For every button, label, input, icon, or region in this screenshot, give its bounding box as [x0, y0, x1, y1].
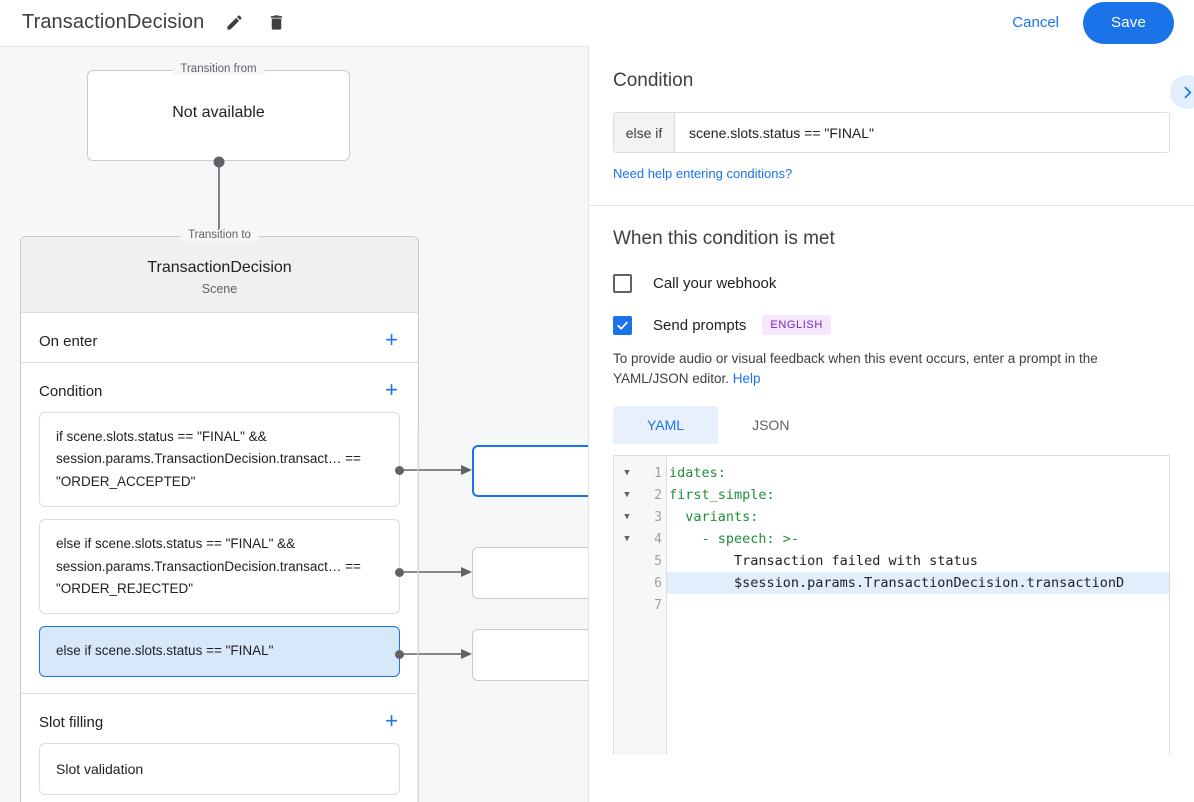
chevron-right-icon[interactable]	[1170, 75, 1194, 109]
condition-editor-section: Condition else if Need help entering con…	[589, 46, 1194, 206]
webhook-row[interactable]: Call your webhook	[613, 274, 1170, 293]
page-title: TransactionDecision	[22, 11, 205, 33]
target-node-2[interactable]	[472, 547, 588, 599]
fold-arrow-icon[interactable]: ▼	[624, 490, 630, 501]
section-on-enter: On enter +	[21, 312, 418, 362]
line-number: 6	[654, 575, 662, 591]
condition-item-1[interactable]: if scene.slots.status == "FINAL" && sess…	[39, 412, 400, 508]
scene-name: TransactionDecision	[147, 259, 292, 276]
line-number: 3	[654, 509, 662, 525]
line-number: 1	[654, 465, 662, 481]
canvas-inner: Transition from Not available Transition…	[0, 47, 588, 802]
scene-type: Scene	[201, 282, 238, 296]
fold-arrow-icon[interactable]: ▼	[624, 512, 630, 523]
condition-handle-3[interactable]	[395, 650, 404, 659]
detail-panel: Condition else if Need help entering con…	[588, 46, 1194, 802]
section-condition-head: Condition +	[21, 363, 418, 412]
prompts-help-text-body: To provide audio or visual feedback when…	[613, 351, 1098, 386]
section-slot-filling: Slot filling + Slot validation	[21, 692, 418, 802]
tab-yaml[interactable]: YAML	[613, 406, 719, 445]
call-webhook-checkbox[interactable]	[613, 274, 632, 293]
send-prompts-label: Send prompts	[653, 316, 747, 334]
transition-from-value: Not available	[172, 103, 265, 121]
language-badge: ENGLISH	[762, 315, 831, 335]
slot-validation-item[interactable]: Slot validation	[39, 742, 400, 795]
gutter-line[interactable]: 6	[614, 572, 666, 594]
code-line[interactable]	[667, 594, 1170, 616]
scene-graph-canvas[interactable]: Transition from Not available Transition…	[0, 46, 588, 802]
scene-header: TransactionDecision Scene	[21, 237, 418, 312]
editor-format-tabs: YAML JSON	[613, 406, 1170, 445]
condition-met-section: When this condition is met Call your web…	[589, 206, 1194, 756]
line-number: 7	[654, 597, 662, 613]
transition-from-legend: Transition from	[172, 63, 265, 75]
section-slot-filling-head: Slot filling +	[21, 694, 418, 743]
code-line[interactable]: idates:	[669, 465, 726, 482]
add-on-enter-button[interactable]: +	[385, 327, 398, 352]
prompts-help-link[interactable]: Help	[732, 370, 761, 386]
section-slot-filling-title: Slot filling	[39, 713, 104, 731]
transition-to-card[interactable]: Transition to TransactionDecision Scene …	[20, 229, 419, 802]
gutter-line[interactable]: ▼4	[614, 528, 666, 550]
slot-filling-list: Slot validation	[21, 742, 418, 802]
target-node-1[interactable]	[472, 445, 588, 497]
top-bar: TransactionDecision Cancel Save	[0, 0, 1194, 46]
pencil-icon[interactable]	[222, 11, 246, 35]
line-number: 4	[654, 531, 662, 547]
section-condition: Condition + if scene.slots.status == "FI…	[21, 362, 418, 693]
add-slot-filling-button[interactable]: +	[385, 707, 398, 733]
gutter-line[interactable]: ▼2	[614, 484, 666, 506]
fold-arrow-icon[interactable]: ▼	[624, 468, 630, 479]
prompts-help-text: To provide audio or visual feedback when…	[613, 349, 1170, 388]
trash-icon[interactable]	[264, 11, 288, 35]
code-line[interactable]: - speech: >-	[669, 531, 800, 548]
section-on-enter-head: On enter +	[21, 313, 418, 362]
section-on-enter-title: On enter	[39, 333, 98, 350]
target-node-3[interactable]	[472, 629, 588, 681]
gutter-line[interactable]: 5	[614, 550, 666, 572]
editor-code-area[interactable]: idates: first_simple: variants: - speech…	[667, 456, 1170, 755]
section-condition-title: Condition	[39, 383, 103, 400]
condition-list: if scene.slots.status == "FINAL" && sess…	[21, 412, 418, 693]
transition-to-legend: Transition to	[180, 229, 259, 241]
gutter-line[interactable]: ▼1	[614, 462, 666, 484]
condition-expression-input[interactable]	[675, 113, 1169, 152]
condition-item-3[interactable]: else if scene.slots.status == "FINAL"	[39, 626, 400, 677]
condition-help-link[interactable]: Need help entering conditions?	[613, 166, 793, 181]
code-line[interactable]: $session.params.TransactionDecision.tran…	[667, 572, 1170, 595]
condition-handle-2[interactable]	[395, 568, 404, 577]
cancel-button[interactable]: Cancel	[998, 6, 1073, 39]
line-number: 5	[654, 553, 662, 569]
send-prompts-row[interactable]: Send prompts ENGLISH	[613, 315, 1170, 335]
add-condition-button[interactable]: +	[385, 377, 398, 402]
code-line[interactable]: Transaction failed with status	[669, 553, 978, 570]
condition-prefix-label: else if	[614, 113, 675, 152]
gutter-line[interactable]: ▼3	[614, 506, 666, 528]
yaml-code-editor[interactable]: ▼1 ▼2 ▼3 ▼4 5 6 7 idates: first_simple: …	[613, 455, 1170, 756]
transition-from-card[interactable]: Transition from Not available	[87, 63, 350, 161]
fold-arrow-icon[interactable]: ▼	[624, 534, 630, 545]
condition-met-heading: When this condition is met	[613, 228, 835, 249]
condition-item-2[interactable]: else if scene.slots.status == "FINAL" &&…	[39, 519, 400, 615]
send-prompts-checkbox[interactable]	[613, 315, 632, 335]
tab-json[interactable]: JSON	[752, 417, 790, 434]
gutter-line[interactable]: 7	[614, 594, 666, 616]
save-button[interactable]: Save	[1083, 1, 1174, 44]
editor-gutter: ▼1 ▼2 ▼3 ▼4 5 6 7	[614, 456, 667, 756]
condition-input-row[interactable]: else if	[613, 112, 1170, 153]
condition-section-heading: Condition	[613, 70, 694, 91]
editor-right-border	[1169, 456, 1170, 756]
code-line[interactable]: first_simple:	[669, 487, 775, 504]
line-number: 2	[654, 487, 662, 503]
condition-handle-1[interactable]	[395, 466, 404, 475]
call-webhook-label: Call your webhook	[653, 275, 777, 292]
code-line[interactable]: variants:	[669, 509, 759, 526]
